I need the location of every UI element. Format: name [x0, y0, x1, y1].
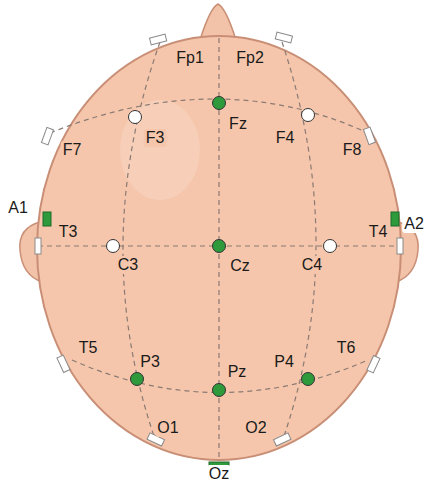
grid-lines — [38, 38, 400, 458]
electrode-label: Pz — [226, 363, 249, 381]
electrode-label: A2 — [402, 215, 426, 233]
electrode-label: P4 — [272, 353, 296, 371]
electrode-label: T6 — [335, 339, 358, 357]
electrode-label: Oz — [207, 465, 231, 483]
electrode-label: T4 — [367, 223, 390, 241]
electrode-label: O1 — [155, 419, 180, 437]
head-outline — [37, 36, 401, 460]
electrode-label: Fp2 — [234, 49, 266, 67]
electrode-label: P3 — [138, 353, 162, 371]
electrode-label: F7 — [61, 141, 84, 159]
electrode-label: Cz — [228, 257, 252, 275]
electrode-label: A1 — [6, 199, 30, 217]
nose — [200, 4, 236, 40]
electrode-label: T3 — [57, 223, 80, 241]
electrodes — [107, 97, 337, 397]
electrode-label: C4 — [300, 256, 324, 274]
electrode-label: Fz — [227, 115, 249, 133]
electrode-label: C3 — [116, 256, 140, 274]
electrode-label: F8 — [341, 141, 364, 159]
electrode-label: O2 — [243, 419, 268, 437]
electrode-label: F3 — [144, 129, 167, 147]
electrode-label: F4 — [274, 129, 297, 147]
electrode-label: Fp1 — [174, 49, 206, 67]
edge-markers — [35, 32, 403, 446]
electrode-label: T5 — [77, 339, 100, 357]
reference-markers — [43, 212, 399, 468]
